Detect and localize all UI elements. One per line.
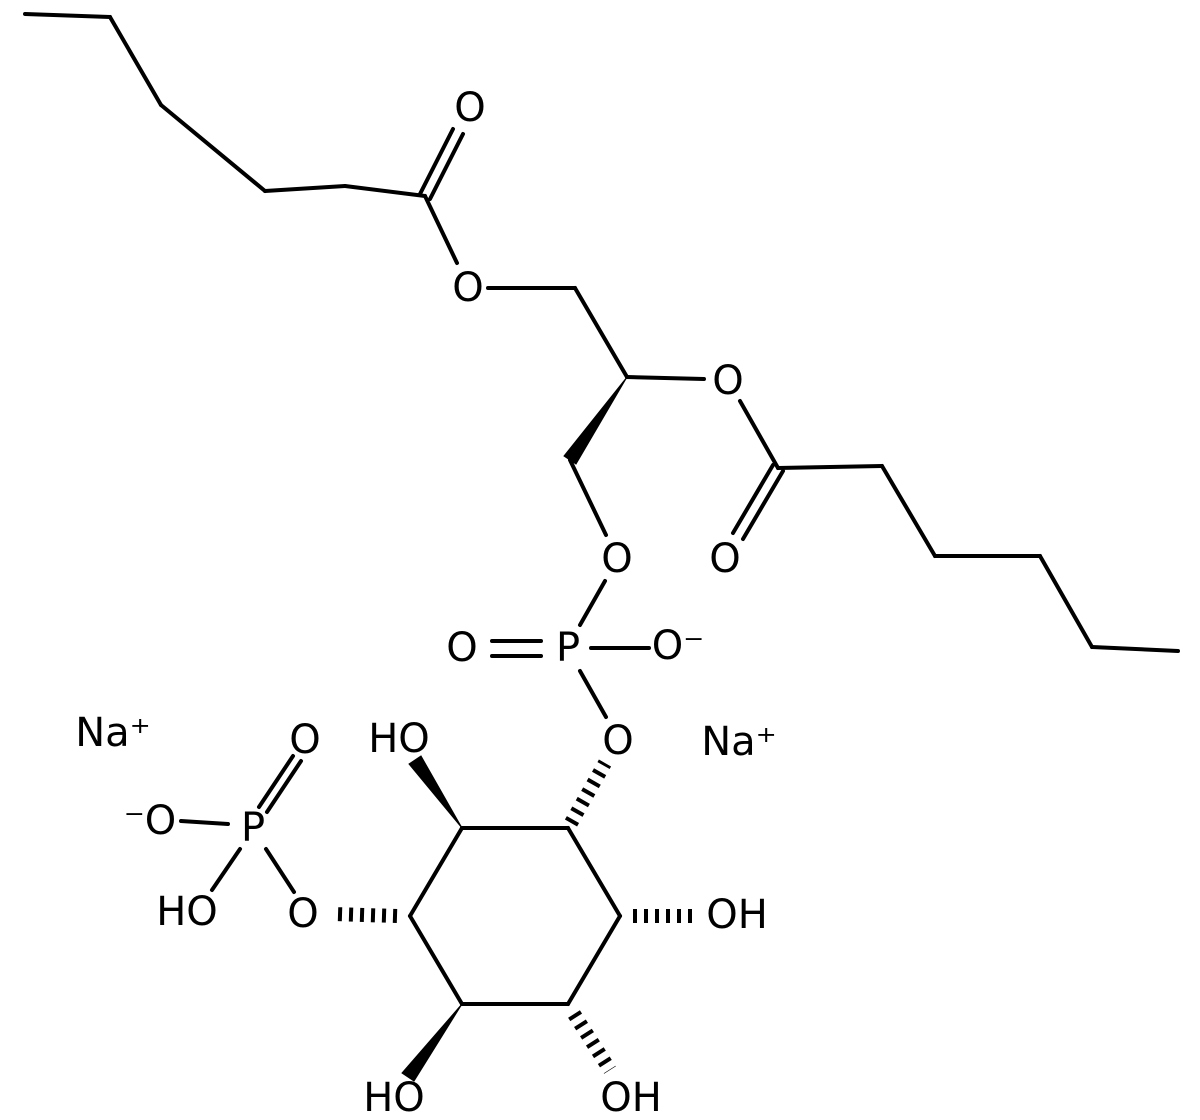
bond	[108, 15, 163, 107]
ring-bond	[408, 826, 464, 918]
bond	[738, 399, 780, 470]
bond	[423, 194, 459, 265]
double-bond-line	[257, 754, 295, 809]
hydroxyl-label: OH	[600, 1075, 662, 1120]
oxygen-label: O	[454, 85, 485, 131]
atom-labels: O O O O O P O O⁻ O Na⁺ Na⁺ HO O P ⁻O HO …	[75, 85, 777, 1120]
hashed-stereo-wedges	[331, 759, 699, 1074]
bond	[1090, 645, 1180, 653]
double-bonds	[257, 127, 785, 814]
double-bond-line	[731, 463, 775, 535]
double-bond-line	[428, 132, 465, 201]
phosphorus-label: P	[241, 805, 265, 851]
double-bond-line	[418, 127, 455, 196]
bond	[263, 184, 347, 193]
hydroxyl-label: HO	[363, 1075, 425, 1120]
bond	[343, 184, 427, 198]
bond	[159, 103, 267, 193]
double-bond-line	[265, 759, 303, 814]
hash-wedge-bond	[564, 759, 612, 827]
double-bond-line	[741, 469, 785, 541]
bond	[210, 847, 242, 892]
oxygen-label: O	[709, 536, 740, 582]
bold-wedge-bond	[408, 755, 463, 829]
bond	[568, 458, 608, 537]
bond	[776, 464, 884, 470]
hash-wedge-bond	[568, 1010, 616, 1074]
bond	[578, 579, 607, 627]
oxygen-anion-label: O⁻	[652, 623, 705, 669]
bold-wedge-bond	[401, 1003, 463, 1082]
oxygen-label: O	[289, 717, 320, 763]
bond	[23, 12, 112, 19]
oxygen-label: O	[602, 718, 633, 764]
hydroxyl-label: HO	[368, 716, 430, 762]
bond	[573, 286, 629, 379]
hydroxyl-label: OH	[706, 892, 768, 938]
bold-stereo-wedges	[401, 376, 628, 1082]
oxygen-label: O	[601, 536, 632, 582]
oxygen-label: O	[446, 625, 477, 671]
bond	[625, 375, 706, 381]
sodium-cation-label: Na⁺	[75, 710, 151, 756]
phosphorus-label: P	[556, 625, 580, 671]
ring-bond	[408, 914, 464, 1006]
ring-bond	[566, 914, 622, 1006]
bond	[880, 464, 937, 558]
bond	[578, 669, 608, 719]
hash-wedge-bond	[331, 907, 398, 923]
oxygen-label: O	[452, 265, 483, 311]
skeleton-bonds	[23, 12, 1180, 1006]
oxygen-label: O	[712, 358, 743, 404]
bond	[1038, 554, 1094, 649]
hydroxyl-label: HO	[156, 889, 218, 935]
ring-bond	[566, 826, 622, 918]
bond	[264, 847, 296, 894]
oxygen-anion-label: ⁻O	[124, 798, 177, 844]
bond	[179, 819, 230, 826]
oxygen-label: O	[287, 891, 318, 937]
sodium-cation-label: Na⁺	[701, 719, 777, 765]
bold-wedge-bond	[563, 376, 628, 465]
